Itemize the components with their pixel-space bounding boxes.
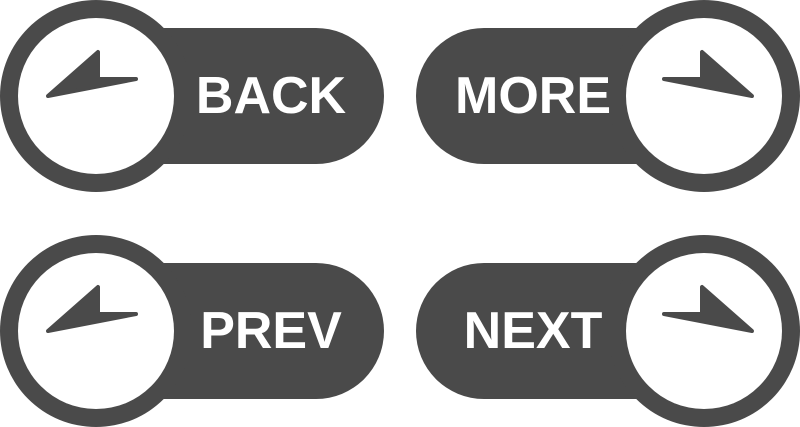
back-button-shape <box>0 0 384 192</box>
prev-button[interactable]: PREV <box>0 235 384 427</box>
more-button-shape <box>416 0 800 192</box>
next-label: NEXT <box>463 302 603 360</box>
arrow-left-icon <box>46 285 138 333</box>
prev-button-shape <box>0 235 384 427</box>
more-label: MORE <box>455 67 611 125</box>
arrow-left-icon <box>46 50 138 98</box>
more-button[interactable]: MORE <box>416 0 800 192</box>
next-button[interactable]: NEXT <box>416 235 800 427</box>
arrow-right-icon <box>662 285 754 333</box>
arrow-right-icon <box>662 50 754 98</box>
back-button[interactable]: BACK <box>0 0 384 192</box>
next-button-shape <box>416 235 800 427</box>
prev-label: PREV <box>200 302 342 360</box>
back-label: BACK <box>195 67 347 125</box>
